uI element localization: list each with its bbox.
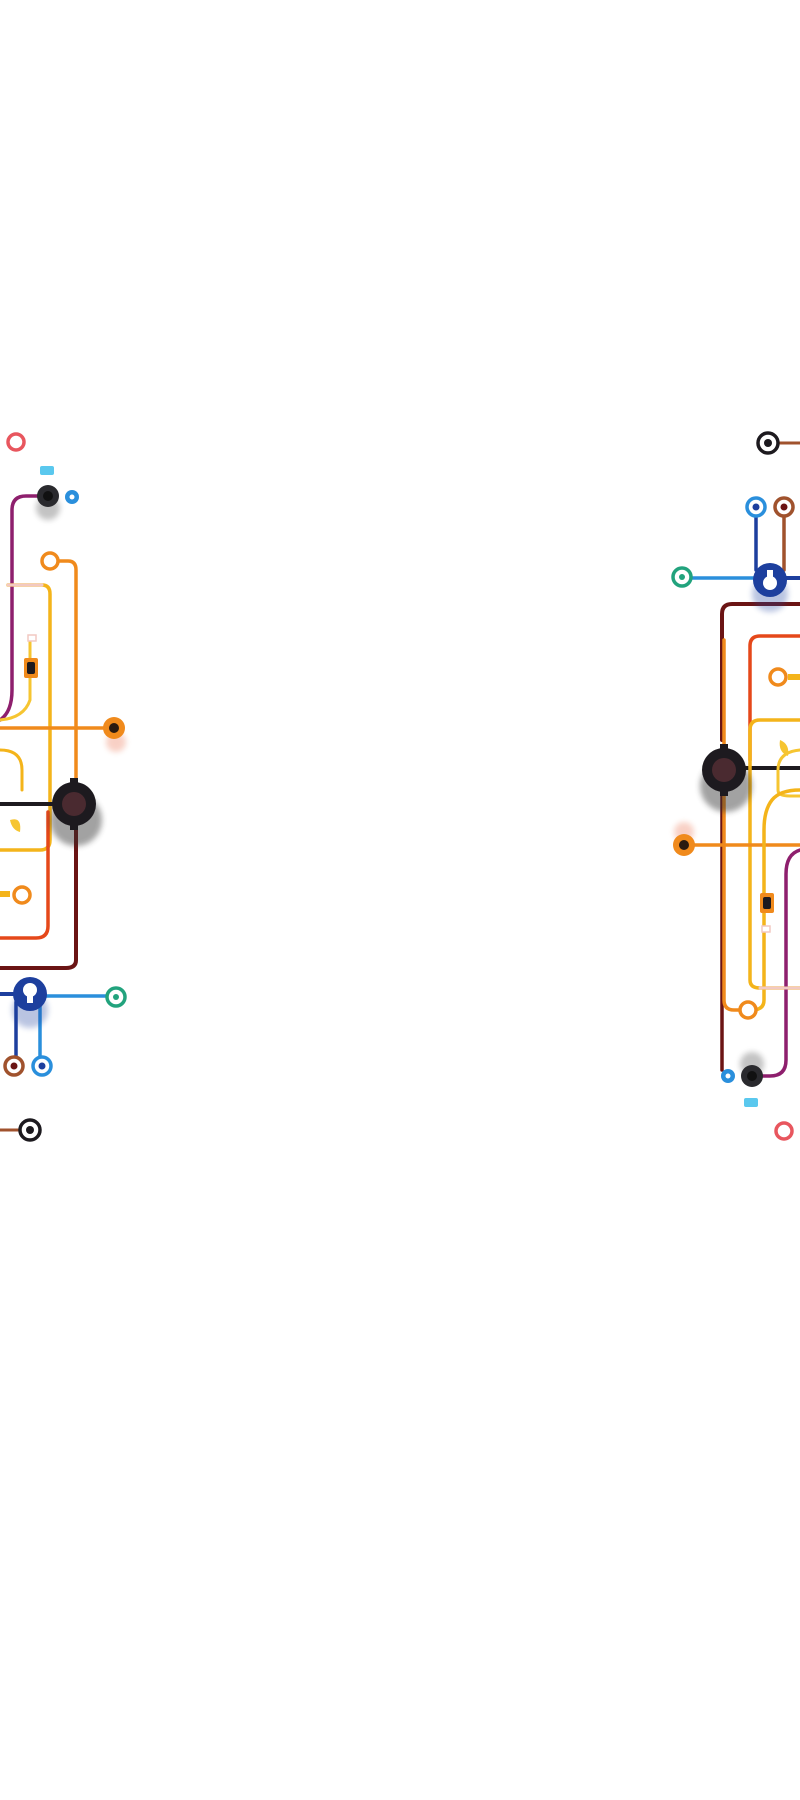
pad-blue-ring-right [745, 496, 767, 518]
wire-amber-inner [0, 748, 24, 792]
pad-orange-filled [103, 717, 126, 752]
pad-blue-dot-right [721, 1069, 735, 1083]
pad-orange-filled-right [673, 822, 695, 856]
wire-orange-down-right [722, 638, 750, 1012]
leaf-yellow-right [779, 740, 789, 756]
pad-brown-ring-right [773, 496, 795, 518]
wire-red-orange [0, 810, 50, 940]
connector-navy [12, 977, 48, 1028]
pad-blue-ring [31, 1055, 53, 1077]
pad-coral-top [6, 432, 26, 452]
wire-dark-red-right [720, 602, 800, 742]
pad-blue-dot [65, 490, 79, 504]
connector-black-small-right [740, 1052, 764, 1087]
pad-orange-ring-right [738, 1000, 758, 1020]
pad-brown-ring [3, 1055, 25, 1077]
pad-orange-ring [40, 551, 60, 571]
pad-coral-bottom-right [774, 1121, 794, 1141]
chip-component-right [760, 893, 774, 933]
connector-navy-right [752, 563, 788, 612]
wire-orange-long-right [744, 788, 800, 1012]
wire-amber [0, 583, 52, 852]
chip-light-blue-right [744, 1098, 758, 1107]
connector-black-small [36, 485, 60, 520]
pad-amber-small [0, 885, 32, 905]
left-circuit-cluster [0, 432, 127, 1142]
wire-yellow-branch [0, 638, 32, 722]
pad-teal [105, 986, 127, 1008]
wire-amber-right [748, 718, 800, 990]
wire-purple [0, 494, 42, 722]
pad-amber-small-right [768, 667, 800, 687]
wire-orange-long [50, 559, 78, 932]
chip-component [24, 634, 38, 678]
wire-red-orange-right [748, 634, 800, 762]
wire-dark-red [0, 828, 78, 970]
chip-light-blue [40, 466, 54, 475]
leaf-yellow [10, 819, 21, 832]
pad-teal-right [671, 566, 693, 588]
main-hub-black [50, 778, 102, 846]
main-hub-black-right [700, 744, 752, 812]
wire-purple-right [758, 848, 800, 1078]
pad-black-bottom [18, 1118, 42, 1142]
right-circuit-cluster [671, 431, 800, 1141]
pad-black-top-right [756, 431, 780, 455]
